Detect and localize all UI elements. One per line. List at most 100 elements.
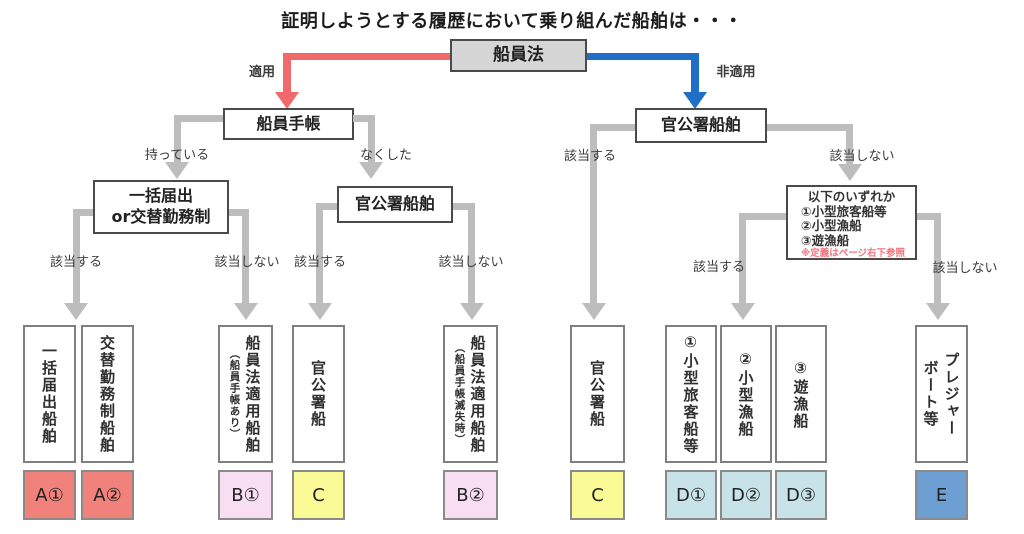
batch-line1: 一括届出 xyxy=(128,186,193,206)
code-box-a2: A② xyxy=(81,470,134,520)
gov-office-node-right: 官公署船舶 xyxy=(635,108,767,143)
outcome-label: ②小型漁船 xyxy=(736,350,755,438)
govL-match-connector-v xyxy=(316,203,323,305)
either-line4: ③遊漁船 xyxy=(801,232,850,248)
batch-or-shift-node: 一括届出 or交替勤務制 xyxy=(93,180,229,234)
batch-match-arrow-down-icon xyxy=(64,303,88,320)
code-label: C xyxy=(591,484,604,506)
batch-match-connector-v xyxy=(73,209,80,305)
seamans-book-node: 船員手帳 xyxy=(223,108,354,140)
code-box-a1: A① xyxy=(23,470,76,520)
outcome-box-batch-report: 一括届出船舶 xyxy=(23,325,76,463)
govR-notmatch-label: 該当しない xyxy=(829,149,895,164)
outcome-label: 交替勤務制船舶 xyxy=(98,334,116,454)
have-connector-h xyxy=(174,115,223,122)
outcome-box-small-passenger: ①小型旅客船等 xyxy=(665,325,717,463)
code-label: D③ xyxy=(786,484,816,506)
notapply-label: 非適用 xyxy=(716,65,756,80)
lost-connector-h xyxy=(353,115,375,122)
outcome-label: ③遊漁船 xyxy=(791,358,810,430)
batch-line2: or交替勤務制 xyxy=(111,207,211,226)
apply-connector-v xyxy=(283,53,291,94)
have-arrow-down-icon xyxy=(165,162,189,179)
either-notmatch-label: 該当しない xyxy=(932,261,998,276)
either-note: ※定義はページ右下参照 xyxy=(801,248,906,259)
govL-notmatch-arrow-down-icon xyxy=(460,303,484,320)
code-box-d2: D② xyxy=(720,470,772,520)
gov-office-node-left: 官公署船舶 xyxy=(337,186,453,223)
notapply-arrow-down-icon xyxy=(683,92,707,109)
either-type-node: 以下のいずれか ①小型旅客船等 ②小型漁船 ③遊漁船 ※定義はページ右下参照 xyxy=(786,185,917,260)
code-box-d3: D③ xyxy=(775,470,827,520)
outcome-box-law-applied-book: 船員法適用船舶 （船員手帳あり） xyxy=(218,325,273,463)
batch-notmatch-label: 該当しない xyxy=(214,255,280,270)
outcome-sublabel: （船員手帳あり） xyxy=(228,348,241,440)
either-match-arrow-down-icon xyxy=(731,303,755,320)
outcome-sublabel: （船員手帳滅失時） xyxy=(453,342,466,446)
govR-match-arrow-down-icon xyxy=(582,303,606,320)
govR-notmatch-connector-v xyxy=(846,124,853,166)
govL-notmatch-connector-v xyxy=(468,203,475,305)
batch-notmatch-connector-h xyxy=(229,209,248,216)
notapply-connector-h xyxy=(587,53,697,60)
code-label: A② xyxy=(93,484,122,506)
outcome-label: 官公署船 xyxy=(588,360,606,428)
code-box-b2: B② xyxy=(443,470,498,520)
outcome-label: 官公署船 xyxy=(309,360,327,428)
code-label: C xyxy=(312,484,325,506)
either-notmatch-connector-v xyxy=(934,213,941,305)
outcome-box-gov-ship-right: 官公署船 xyxy=(570,325,625,463)
batch-notmatch-connector-v xyxy=(242,209,249,305)
outcome-box-law-applied-lost: 船員法適用船舶 （船員手帳滅失時） xyxy=(443,325,498,463)
outcome-box-small-fishing: ②小型漁船 xyxy=(720,325,772,463)
apply-label: 適用 xyxy=(248,65,275,80)
have-label: 持っている xyxy=(144,148,210,163)
either-line1: 以下のいずれか xyxy=(807,189,896,204)
code-box-c-right: C xyxy=(570,470,625,520)
either-line3: ②小型漁船 xyxy=(801,218,862,233)
govR-notmatch-arrow-down-icon xyxy=(838,164,862,181)
batch-match-connector-h xyxy=(73,209,93,216)
code-label: B① xyxy=(231,484,260,506)
govL-match-arrow-down-icon xyxy=(308,303,332,320)
page-title: 証明しようとする履歴において乗り組んだ船舶は・・・ xyxy=(281,11,743,32)
either-match-label: 該当する xyxy=(692,260,745,275)
govL-notmatch-label: 該当しない xyxy=(438,255,504,270)
code-label: E xyxy=(935,484,948,506)
govR-match-connector-v xyxy=(590,124,597,305)
govR-notmatch-connector-h xyxy=(767,124,850,131)
outcome-label: プレジャー xyxy=(942,351,961,437)
apply-connector-h xyxy=(287,53,450,60)
outcome-box-shift-system: 交替勤務制船舶 xyxy=(81,325,134,463)
govR-match-connector-h xyxy=(590,124,635,131)
outcome-label: 船員法適用船舶 xyxy=(468,334,487,454)
code-box-b1: B① xyxy=(218,470,273,520)
either-notmatch-arrow-down-icon xyxy=(926,303,950,320)
code-box-d1: D① xyxy=(665,470,717,520)
code-label: B② xyxy=(456,484,485,506)
outcome-box-pleasure-boat: プレジャー ボート等 xyxy=(915,325,968,463)
outcome-box-gov-ship-left: 官公署船 xyxy=(292,325,345,463)
code-label: D① xyxy=(676,484,706,506)
either-match-connector-v xyxy=(739,213,746,305)
outcome-label: ①小型旅客船等 xyxy=(681,333,700,455)
law-node: 船員法 xyxy=(450,39,587,72)
outcome-label2: ボート等 xyxy=(921,360,940,428)
batch-match-label: 該当する xyxy=(49,255,102,270)
govL-notmatch-connector-h xyxy=(453,203,475,210)
lost-label: なくした xyxy=(359,148,412,163)
outcome-label: 船員法適用船舶 xyxy=(243,334,262,454)
either-line2: ①小型旅客船等 xyxy=(801,203,887,219)
outcome-label: 一括届出船舶 xyxy=(40,343,58,445)
govL-match-connector-h xyxy=(316,203,337,210)
code-label: D② xyxy=(731,484,761,506)
code-box-e: E xyxy=(915,470,968,520)
govR-match-label: 該当する xyxy=(563,149,616,164)
notapply-connector-v xyxy=(691,53,699,94)
govL-match-label: 該当する xyxy=(293,255,346,270)
batch-notmatch-arrow-down-icon xyxy=(234,303,258,320)
either-match-connector-h xyxy=(739,213,786,220)
either-notmatch-connector-h xyxy=(917,213,939,220)
have-connector-v xyxy=(174,115,181,164)
